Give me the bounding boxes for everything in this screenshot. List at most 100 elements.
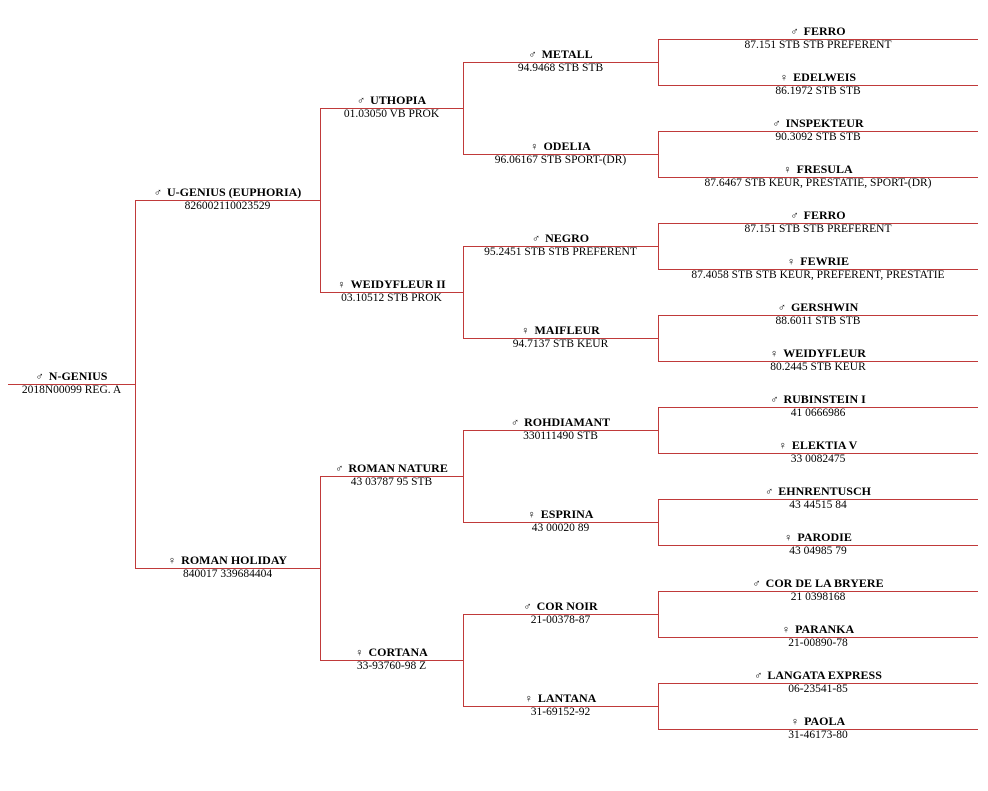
horse-name-text: ESPRINA xyxy=(540,507,594,521)
connector-line xyxy=(463,614,464,707)
horse-name: ♂ NEGRO xyxy=(463,231,658,245)
horse-node: ♂U-GENIUS (EUPHORIA)826002110023529 xyxy=(135,185,320,213)
horse-name: ♂N-GENIUS xyxy=(8,369,135,383)
connector-line xyxy=(658,729,978,730)
female-symbol-icon: ♀ xyxy=(355,647,364,659)
horse-name-text: WEIDYFLEUR xyxy=(783,346,866,360)
horse-name-text: U-GENIUS (EUPHORIA) xyxy=(166,185,302,199)
male-symbol-icon: ♂ xyxy=(531,233,541,245)
connector-line xyxy=(463,246,658,247)
horse-name-text: GERSHWIN xyxy=(790,300,859,314)
connector-line xyxy=(658,315,659,362)
connector-line xyxy=(658,361,978,362)
horse-name-text: ELEKTIA V xyxy=(791,438,858,452)
horse-registration: 31-46173-80 xyxy=(788,729,848,741)
connector-line xyxy=(463,430,658,431)
horse-name-text: WEIDYFLEUR II xyxy=(350,277,446,291)
horse-name-text: ROMAN HOLIDAY xyxy=(181,553,288,567)
horse-name: ♀ CORTANA xyxy=(320,645,463,659)
connector-line xyxy=(658,591,659,638)
horse-registration: 21 0398168 xyxy=(790,591,846,603)
horse-registration: 43 00020 89 xyxy=(531,522,590,534)
connector-line xyxy=(658,131,978,132)
horse-name-text: CORTANA xyxy=(368,645,428,659)
male-symbol-icon: ♂ xyxy=(790,210,799,222)
connector-line xyxy=(658,683,978,684)
female-symbol-icon: ♀ xyxy=(527,509,536,521)
connector-line xyxy=(658,39,978,40)
horse-name: ♀ ESPRINA xyxy=(463,507,658,521)
male-symbol-icon: ♂ xyxy=(523,601,532,613)
female-symbol-icon: ♀ xyxy=(524,693,533,705)
female-symbol-icon: ♀ xyxy=(530,141,539,153)
horse-name: ♂ FERRO xyxy=(658,208,978,222)
horse-name-text: NEGRO xyxy=(545,231,590,245)
horse-registration: 94.7137 STB KEUR xyxy=(512,338,609,350)
horse-name: ♂RUBINSTEIN I xyxy=(658,392,978,406)
horse-name-text: COR NOIR xyxy=(536,599,598,613)
male-symbol-icon: ♂ xyxy=(754,670,763,682)
horse-registration: 87.4058 STB STB KEUR, PREFERENT, PRESTAT… xyxy=(691,269,945,281)
female-symbol-icon: ♀ xyxy=(337,279,346,291)
connector-line xyxy=(463,338,658,339)
horse-registration: 21-00378-87 xyxy=(530,614,591,626)
female-symbol-icon: ♀ xyxy=(784,532,793,544)
horse-name: ♂ROMAN NATURE xyxy=(320,461,463,475)
horse-name: ♂GERSHWIN xyxy=(658,300,978,314)
horse-name: ♀ ODELIA xyxy=(463,139,658,153)
horse-registration: 06-23541-85 xyxy=(788,683,848,695)
horse-name-text: METALL xyxy=(541,47,593,61)
connector-line xyxy=(658,683,659,730)
horse-registration: 95.2451 STB STB PREFERENT xyxy=(484,246,637,258)
horse-name-text: PARANKA xyxy=(795,622,855,636)
horse-name-text: LANGATA EXPRESS xyxy=(767,668,882,682)
female-symbol-icon: ♀ xyxy=(787,256,796,268)
connector-line xyxy=(320,292,463,293)
horse-name-text: RUBINSTEIN I xyxy=(783,392,866,406)
horse-registration: 87.151 STB STB PREFERENT xyxy=(744,39,892,51)
horse-name: ♀FEWRIE xyxy=(658,254,978,268)
horse-registration: 21-00890-78 xyxy=(788,637,848,649)
horse-name: ♀ELEKTIA V xyxy=(658,438,978,452)
connector-line xyxy=(463,430,464,523)
connector-line xyxy=(463,614,658,615)
female-symbol-icon: ♀ xyxy=(521,325,530,337)
horse-registration: 43 04985 79 xyxy=(789,545,847,557)
horse-registration: 31-69152-92 xyxy=(530,706,591,718)
horse-name-text: COR DE LA BRYERE xyxy=(765,576,884,590)
connector-line xyxy=(463,706,658,707)
male-symbol-icon: ♂ xyxy=(335,463,344,475)
horse-name-text: FERRO xyxy=(803,208,846,222)
horse-registration: 94.9468 STB STB xyxy=(517,62,604,74)
male-symbol-icon: ♂ xyxy=(510,417,520,429)
horse-name-text: EHNRENTUSCH xyxy=(778,484,871,498)
horse-name: ♂FERRO xyxy=(658,24,978,38)
horse-registration: 43 03787 95 STB xyxy=(350,476,433,488)
horse-name-text: PAOLA xyxy=(804,714,846,728)
male-symbol-icon: ♂ xyxy=(772,118,781,130)
horse-name: ♀MAIFLEUR xyxy=(463,323,658,337)
horse-name: ♀WEIDYFLEUR xyxy=(658,346,978,360)
connector-line xyxy=(320,476,321,661)
horse-registration: 87.151 STB STB PREFERENT xyxy=(744,223,892,235)
horse-name-text: ODELIA xyxy=(543,139,591,153)
horse-name-text: INSPEKTEUR xyxy=(785,116,864,130)
horse-registration: 2018N00099 REG. A xyxy=(21,384,122,396)
horse-name: ♂UTHOPIA xyxy=(320,93,463,107)
horse-name: ♂U-GENIUS (EUPHORIA) xyxy=(135,185,320,199)
horse-name-text: EDELWEIS xyxy=(793,70,857,84)
horse-name: ♀PARANKA xyxy=(658,622,978,636)
